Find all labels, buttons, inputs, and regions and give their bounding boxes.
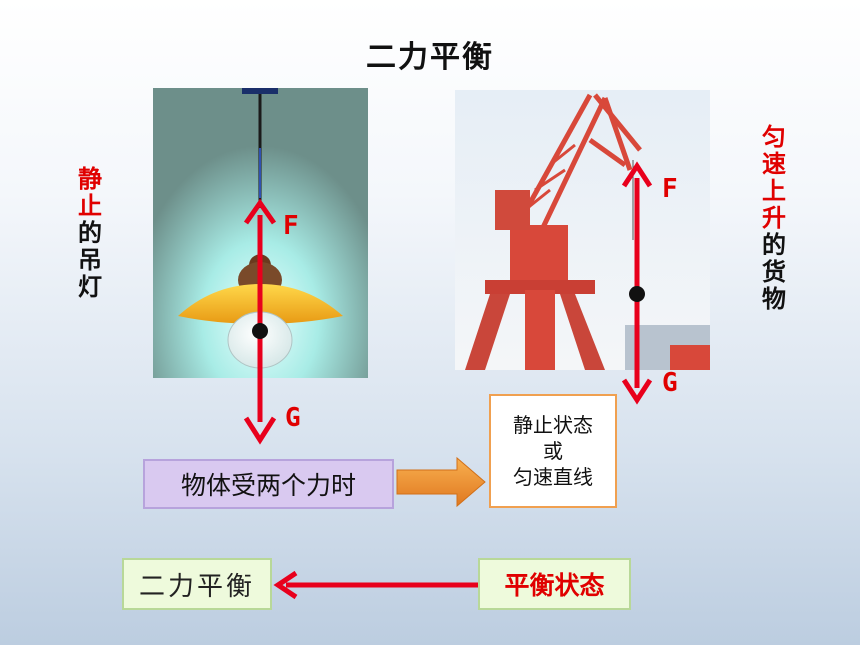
result-line: 或 <box>543 439 563 463</box>
lamp-force-g-label: G <box>285 403 301 433</box>
right-label-char: 速 <box>762 150 786 178</box>
right-vertical-label: 匀 速 上 升 的 货 物 <box>760 124 788 313</box>
lamp-force-f-label: F <box>283 211 299 241</box>
result-line: 匀速直线 <box>513 465 593 489</box>
crane-down-arrowhead <box>621 378 653 405</box>
condition-box: 物体受两个力时 <box>143 459 394 509</box>
left-vertical-label: 静 止 的 吊 灯 <box>76 166 104 301</box>
slide-title: 二力平衡 <box>366 40 494 75</box>
left-label-char: 灯 <box>78 273 102 301</box>
crane-force-diagram <box>621 161 653 405</box>
lamp-up-arrowhead <box>243 198 277 225</box>
left-label-char: 静 <box>78 165 102 193</box>
red-left-arrow <box>273 570 478 600</box>
orange-arrow <box>396 456 486 508</box>
left-label-char: 的 <box>78 219 102 247</box>
right-label-char: 货 <box>762 258 786 286</box>
crane-center-point <box>629 286 645 302</box>
right-label-char: 升 <box>762 204 786 232</box>
crane-image <box>455 90 710 370</box>
lamp-down-arrowhead <box>243 416 277 445</box>
left-label-char: 吊 <box>78 246 102 274</box>
left-label-char: 止 <box>78 192 102 220</box>
result-line: 静止状态 <box>513 413 593 437</box>
lamp-force-diagram <box>243 198 277 445</box>
crane-force-g-label: G <box>662 368 678 398</box>
right-label-char: 上 <box>762 177 786 205</box>
crane-up-arrowhead <box>621 161 653 188</box>
result-box: 静止状态 或 匀速直线 <box>489 394 617 508</box>
lamp-center-point <box>252 323 268 339</box>
balance-box: 二力平衡 <box>122 558 272 610</box>
crane-force-f-label: F <box>662 174 678 204</box>
state-box: 平衡状态 <box>478 558 631 610</box>
right-label-char: 匀 <box>762 123 786 151</box>
right-label-char: 的 <box>762 231 786 259</box>
right-label-char: 物 <box>762 285 786 313</box>
